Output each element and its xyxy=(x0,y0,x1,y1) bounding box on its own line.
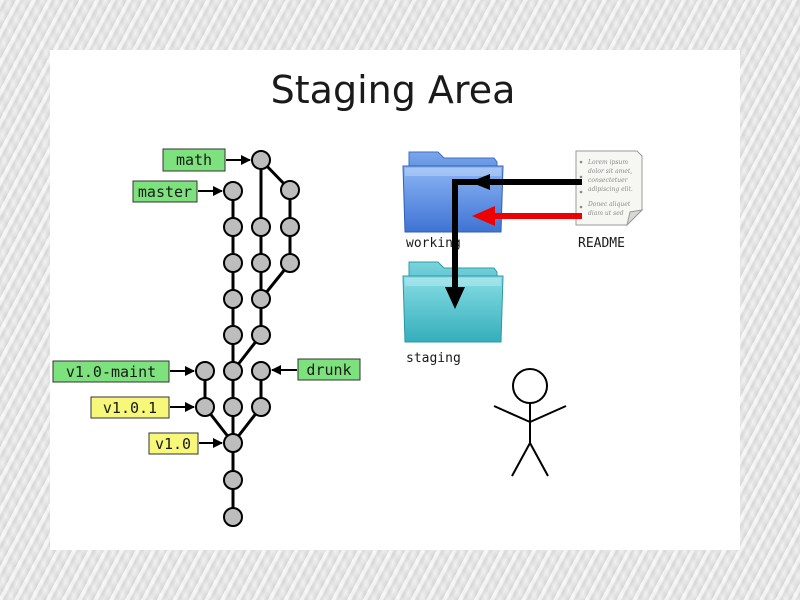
slide-panel xyxy=(50,50,740,550)
label-v1-0-1: v1.0.1 xyxy=(90,396,195,419)
commit-node xyxy=(223,507,243,527)
svg-text:v1.0-maint: v1.0-maint xyxy=(66,363,156,381)
stick-figure-icon xyxy=(493,368,567,477)
svg-text:master: master xyxy=(138,183,192,201)
slide-title: Staging Area xyxy=(270,68,516,112)
commit-node xyxy=(223,181,243,201)
commit-node xyxy=(223,361,243,381)
readme-document-icon: Lorem ipsum dolor sit amet, consectetuer… xyxy=(575,150,644,227)
commit-node xyxy=(280,217,300,237)
commit-node xyxy=(223,470,243,490)
commit-node xyxy=(251,397,271,417)
commit-node xyxy=(280,180,300,200)
commit-node xyxy=(280,253,300,273)
svg-text:v1.0: v1.0 xyxy=(155,435,191,453)
add-to-staging-arrow xyxy=(445,174,582,309)
svg-text:v1.0.1: v1.0.1 xyxy=(103,399,157,417)
commit-graph-edges xyxy=(203,158,292,517)
label-drunk: drunk xyxy=(271,358,361,381)
staging-caption: staging xyxy=(406,351,461,366)
readme-line: consectetuer xyxy=(588,177,629,184)
commit-node xyxy=(223,253,243,273)
label-master: master xyxy=(132,180,223,203)
readme-line: adipiscing elit. xyxy=(588,186,633,193)
commit-node xyxy=(195,361,215,381)
commit-node xyxy=(223,325,243,345)
readme-line: Donec aliquet xyxy=(587,201,631,208)
commit-node xyxy=(223,217,243,237)
commit-node xyxy=(251,361,271,381)
readme-line: diam ut sed xyxy=(588,210,624,217)
commit-node xyxy=(251,325,271,345)
svg-text:math: math xyxy=(176,151,212,169)
commit-node xyxy=(223,397,243,417)
commit-node xyxy=(223,289,243,309)
label-v1-0-maint: v1.0-maint xyxy=(52,360,195,383)
readme-line: dolor sit amet, xyxy=(588,168,632,175)
label-math: math xyxy=(162,148,251,172)
commit-node xyxy=(251,150,271,170)
commit-node xyxy=(251,217,271,237)
readme-caption: README xyxy=(578,236,625,251)
commit-node xyxy=(223,433,243,453)
readme-line: Lorem ipsum xyxy=(587,159,628,166)
edit-working-arrow xyxy=(472,206,582,226)
svg-text:drunk: drunk xyxy=(306,361,351,379)
label-v1-0: v1.0 xyxy=(148,432,223,455)
working-caption: working xyxy=(406,236,461,251)
commit-node xyxy=(251,289,271,309)
commit-node xyxy=(195,397,215,417)
commit-node xyxy=(251,253,271,273)
